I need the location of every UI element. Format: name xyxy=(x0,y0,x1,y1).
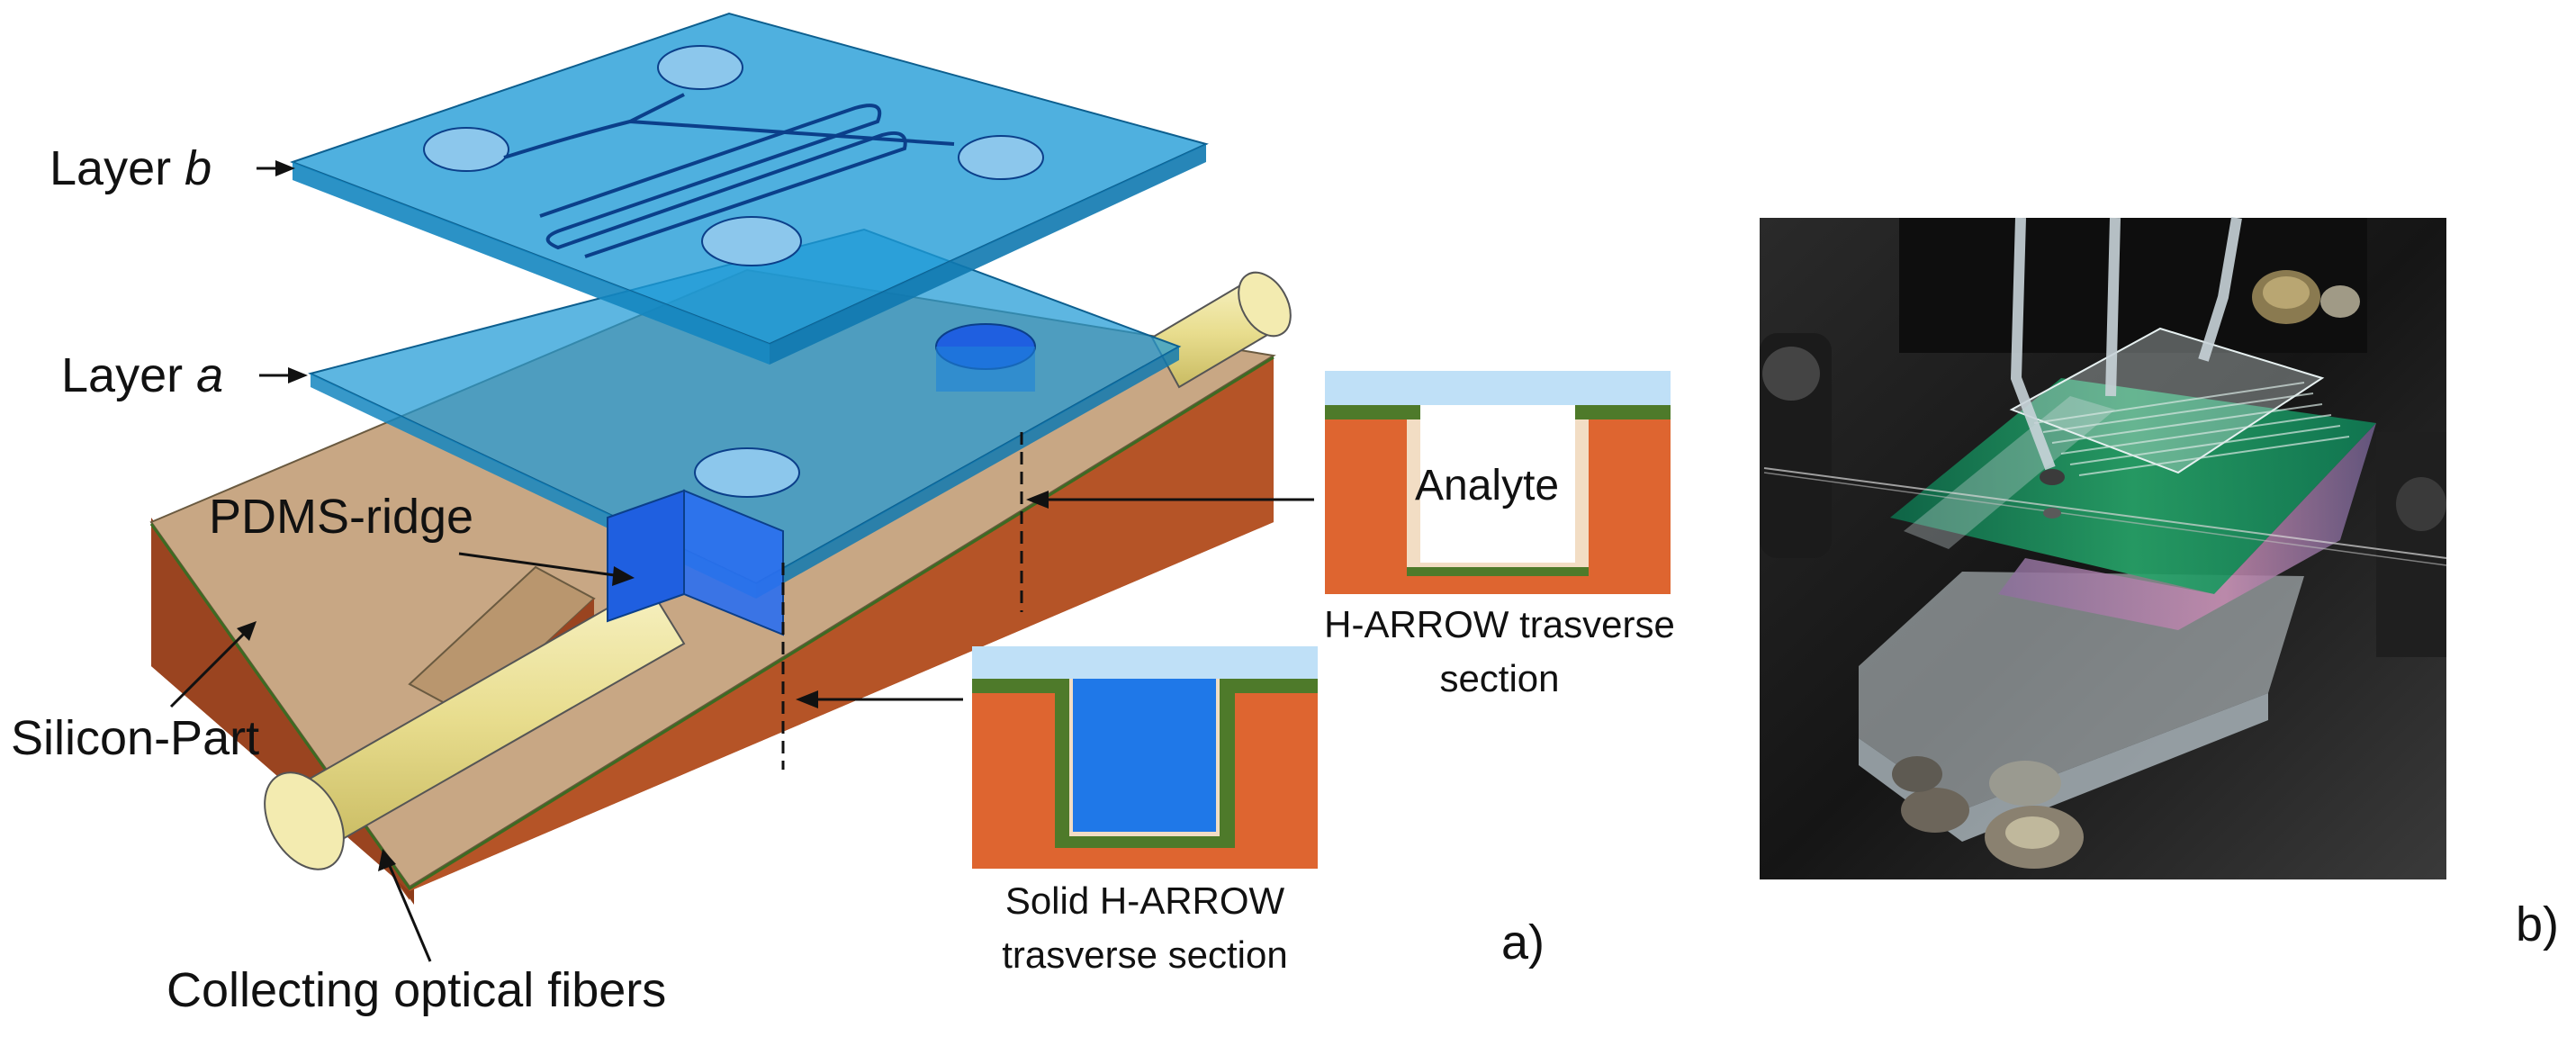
silicon-part-label: Silicon-Part xyxy=(11,711,259,765)
h-arrow-caption-line2: section xyxy=(1439,657,1559,699)
fiber-pointer-head xyxy=(378,849,396,871)
solid-pointer-head xyxy=(796,690,818,708)
h-arrow-pointer-head xyxy=(1026,491,1049,509)
device-illustration xyxy=(149,12,1292,905)
analyte-label: Analyte xyxy=(1415,462,1559,509)
solid-caption-line1: Solid H-ARROW xyxy=(1005,879,1285,922)
fiber-pointer xyxy=(385,859,432,962)
layer-a-label: Layer a xyxy=(61,348,223,402)
analyte-channel xyxy=(1423,405,1572,560)
panel-a-label: a) xyxy=(1501,915,1545,969)
panel-b-label: b) xyxy=(2516,897,2559,951)
layer-b xyxy=(290,12,1209,365)
pdms-pointer-head xyxy=(612,566,635,586)
silicon-pointer-head xyxy=(237,621,257,641)
optical-fiber-back xyxy=(1150,271,1292,389)
h-arrow-cross-section xyxy=(1325,371,1671,594)
coating-edge xyxy=(149,356,1274,891)
optical-fiber-front xyxy=(264,583,686,870)
solid-h-arrow-cross-section xyxy=(972,646,1318,869)
layer-b-edge-left xyxy=(293,162,770,365)
layer-a-hole-1-wall xyxy=(936,347,1035,392)
solid-caption-line2: trasverse section xyxy=(1002,933,1287,976)
pdms-pointer xyxy=(458,552,622,578)
layer-b-top xyxy=(290,12,1209,346)
layer-a-pointer-head xyxy=(288,367,308,383)
device-photo xyxy=(1760,216,2447,879)
layer-a-hole-2 xyxy=(694,447,800,498)
layer-b-pointer-head xyxy=(275,160,295,176)
serpentine-channel xyxy=(503,93,955,258)
silicon-pointer xyxy=(169,628,249,708)
pdms-ridge-block xyxy=(607,489,784,636)
solid-ridge-fill xyxy=(1073,679,1216,832)
layer-b-edge-right xyxy=(770,144,1206,365)
collecting-fibers-label: Collecting optical fibers xyxy=(167,963,666,1017)
h-arrow-caption-line1: H-ARROW trasverse xyxy=(1324,603,1675,645)
pdms-ridge-label: PDMS-ridge xyxy=(209,490,473,544)
layer-b-label: Layer b xyxy=(50,141,212,195)
layer-a-edge-right xyxy=(756,347,1179,599)
